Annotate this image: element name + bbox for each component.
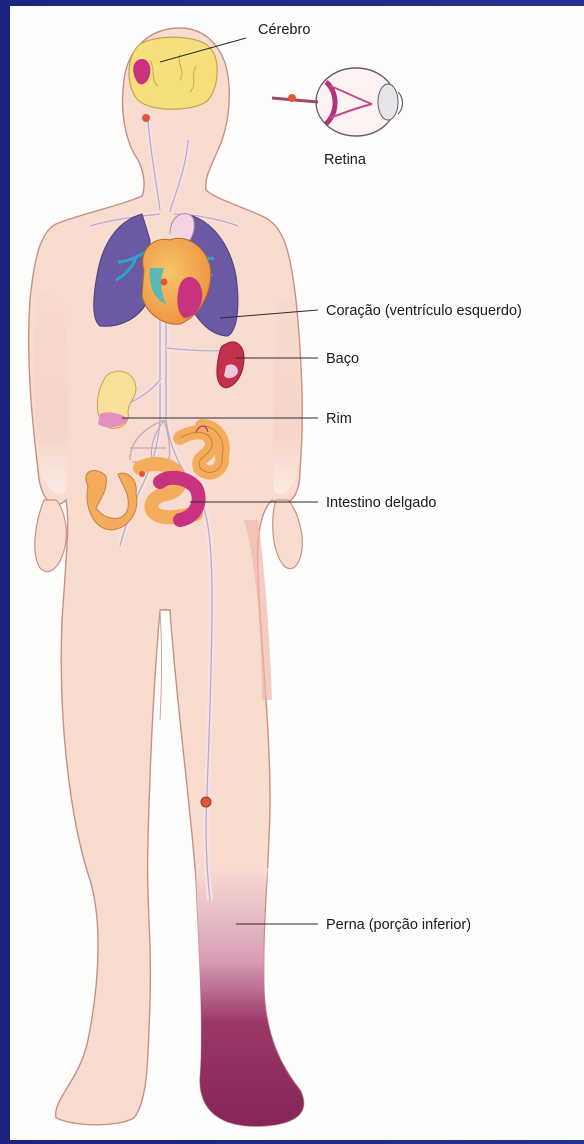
carotid-embolus bbox=[142, 114, 150, 122]
label-coracao: Coração (ventrículo esquerdo) bbox=[326, 303, 522, 319]
retina-embolus bbox=[288, 94, 296, 102]
mesenteric-embolus bbox=[139, 471, 145, 477]
heart-embolus bbox=[161, 279, 168, 286]
label-rim: Rim bbox=[326, 411, 352, 427]
brain bbox=[129, 37, 217, 109]
label-retina: Retina bbox=[324, 152, 367, 168]
label-intestino: Intestino delgado bbox=[326, 495, 436, 511]
label-baco: Baço bbox=[326, 351, 359, 367]
label-cerebro: Cérebro bbox=[258, 22, 310, 38]
label-perna: Perna (porção inferior) bbox=[326, 917, 471, 933]
leg-infarct-region bbox=[196, 868, 304, 1126]
femoral-embolus bbox=[201, 797, 211, 807]
eye-retina-illustration bbox=[272, 68, 403, 136]
